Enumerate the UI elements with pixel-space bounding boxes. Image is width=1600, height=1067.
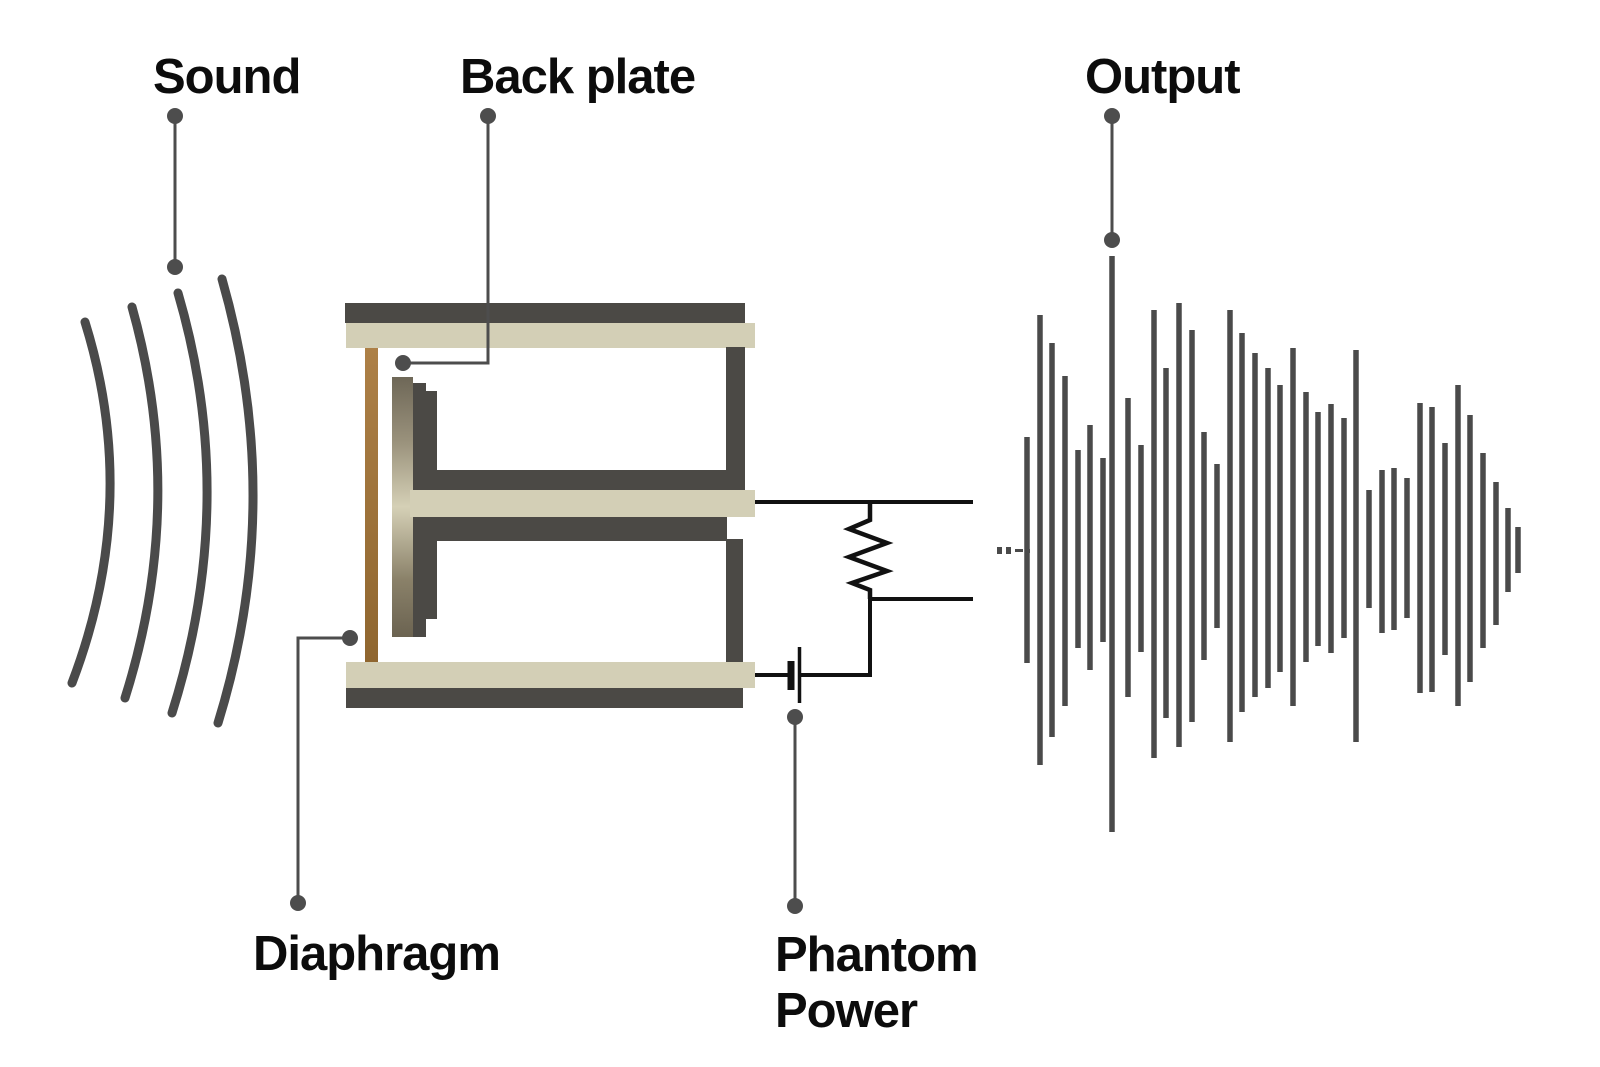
waveform-bar <box>1429 407 1435 692</box>
waveform-bar <box>1100 458 1106 642</box>
waveform-bar <box>1391 468 1397 630</box>
back-plate-leader-line <box>403 116 490 365</box>
waveform-bar <box>1328 404 1334 653</box>
waveform-bar <box>1353 350 1359 742</box>
right-column-upper <box>726 347 745 472</box>
waveform-bar <box>1290 348 1296 706</box>
capsule-body <box>345 303 755 708</box>
capsule-bottom-housing <box>346 688 743 708</box>
waveform-bar <box>1505 508 1511 592</box>
sound-waves-icon <box>67 274 258 728</box>
waveform-bar <box>1227 310 1233 742</box>
waveform-bar <box>1303 392 1309 662</box>
back-plate-leader-dot-top <box>480 108 496 124</box>
sound-wave-arc <box>213 274 258 728</box>
sound-leader-dot-top <box>167 108 183 124</box>
phantom-power-leader-dot-bottom <box>787 898 803 914</box>
waveform-bar <box>1379 470 1385 633</box>
waveform-bar <box>1404 478 1410 618</box>
phantom-power-label-line2: Power <box>775 984 918 1038</box>
battery-icon <box>787 647 802 703</box>
waveform-bar <box>1163 368 1169 718</box>
labels: Sound Back plate Output Diaphragm Phanto… <box>153 50 1241 1038</box>
right-column-lower <box>726 539 743 662</box>
leader-lines <box>167 108 1120 914</box>
waveform-bar <box>1366 490 1372 608</box>
waveform-bar <box>1049 343 1055 737</box>
waveform-bar <box>1214 464 1220 628</box>
diaphragm-leader-dot-bottom <box>290 895 306 911</box>
waveform-bar <box>1176 303 1182 747</box>
output-leader-dot-bottom <box>1104 232 1120 248</box>
sound-wave-arc <box>167 288 212 718</box>
output-leader-dot-top <box>1104 108 1120 124</box>
output-label: Output <box>1085 50 1240 104</box>
waveform-bar <box>1467 415 1473 682</box>
back-plate-leader-dot-end <box>395 355 411 371</box>
diaphragm-label: Diaphragm <box>253 927 500 981</box>
sound-label: Sound <box>153 50 300 104</box>
waveform-bar <box>1252 353 1258 697</box>
waveform-bar <box>1037 315 1043 765</box>
waveform-bar <box>1265 368 1271 688</box>
waveform-bar <box>1341 418 1347 638</box>
waveform-bar <box>1277 385 1283 672</box>
phantom-power-leader-dot-top <box>787 709 803 725</box>
sound-wave-arc <box>67 317 115 688</box>
middle-arm-lower <box>415 517 727 541</box>
capsule-bottom-insulator-plate <box>346 662 755 688</box>
waveform-lead-in-dash <box>1026 549 1030 553</box>
middle-electrode-plate <box>410 490 755 517</box>
back-plate-slab <box>392 377 413 637</box>
waveform-bar <box>1151 310 1157 758</box>
back-plate-label: Back plate <box>460 50 695 104</box>
waveform-lead-in-dash <box>997 547 1002 554</box>
diaphragm-leader-line <box>296 636 350 903</box>
sound-wave-arc <box>120 302 163 703</box>
waveform-bar <box>1442 443 1448 655</box>
waveform-bar <box>1201 432 1207 660</box>
waveform-bar <box>1480 453 1486 648</box>
waveform-bar <box>1493 482 1499 625</box>
capsule-top-housing <box>345 303 745 323</box>
middle-arm-upper <box>415 470 745 490</box>
waveform-lead-in-dash <box>1006 547 1011 554</box>
waveform-bar <box>1455 385 1461 706</box>
capsule-top-insulator-plate <box>346 323 755 348</box>
diaphragm-membrane <box>365 348 378 662</box>
waveform-lead-in-dash <box>1015 549 1023 552</box>
waveform-bar <box>1062 376 1068 706</box>
phantom-power-label-line1: Phantom <box>775 928 978 982</box>
sound-leader-dot-bottom <box>167 259 183 275</box>
waveform-bar <box>1239 333 1245 712</box>
waveform-bar <box>1515 527 1521 573</box>
waveform-bar <box>1315 412 1321 646</box>
waveform-bar <box>1087 425 1093 670</box>
waveform-bar <box>1109 256 1115 832</box>
waveform-bar <box>1417 403 1423 693</box>
waveform-bar <box>1075 450 1081 648</box>
waveform-bar <box>1189 330 1195 722</box>
resistor-icon <box>842 502 894 599</box>
diaphragm-leader-dot-top <box>342 630 358 646</box>
circuit <box>755 500 973 703</box>
waveform-bar <box>1138 445 1144 652</box>
output-waveform <box>997 256 1521 832</box>
waveform-bar <box>1125 398 1131 697</box>
